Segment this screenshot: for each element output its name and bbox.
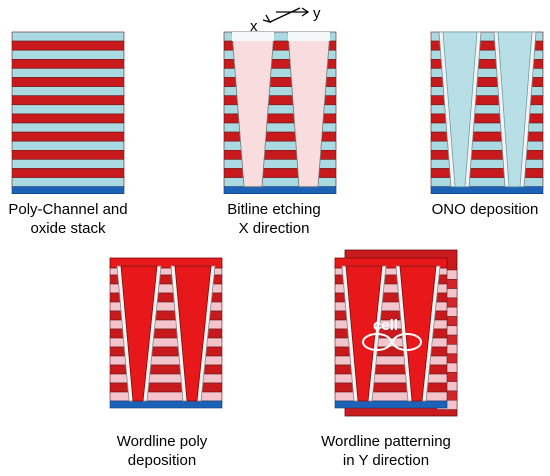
caption-bitline: Bitline etching X direction — [212, 200, 336, 238]
poly-channel-layer — [11, 40, 125, 51]
oxide-layer — [11, 159, 125, 169]
poly-channel-layer — [11, 95, 125, 106]
poly-channel-layer — [11, 150, 125, 160]
caption-ono: ONO deposition — [420, 200, 550, 219]
wordline-poly-fill — [174, 265, 212, 402]
caption-wordline-patterning: Wordline patterning in Y direction — [312, 432, 460, 470]
ono-fill — [442, 31, 478, 188]
poly-channel-layer — [109, 382, 223, 393]
panel-bitline-etching — [223, 31, 337, 194]
x-arrowhead — [262, 14, 272, 24]
caption-line: deposition — [127, 452, 197, 469]
xy-axis-indicator: x y — [250, 5, 321, 35]
caption-stack: Poly-Channel and oxide stack — [2, 200, 134, 238]
wordline-poly-fill — [399, 265, 437, 402]
oxide-layer — [11, 86, 125, 96]
panel-wordline-patterning: cell — [334, 249, 458, 417]
wordline-poly-fill — [120, 265, 158, 402]
oxide-layer — [223, 177, 337, 188]
cell-marker-right — [392, 333, 422, 351]
poly-channel-layer — [11, 113, 125, 124]
oxide-layer — [11, 122, 125, 133]
caption-line: ONO deposition — [431, 201, 539, 218]
poly-channel-layer — [11, 131, 125, 142]
substrate — [109, 400, 223, 409]
caption-line: oxide stack — [30, 220, 106, 237]
panel-ono-deposition — [430, 31, 544, 194]
oxide-layer — [11, 140, 125, 151]
oxide-layer — [11, 49, 125, 60]
poly-channel-layer — [430, 168, 544, 178]
y-axis-label: y — [313, 5, 321, 22]
cell-label: cell — [373, 317, 398, 334]
poly-channel-layer — [334, 382, 448, 393]
oxide-layer — [334, 391, 448, 402]
wordline-poly-fill — [345, 265, 383, 402]
oxide-layer — [11, 68, 125, 78]
caption-wordline-poly: Wordline poly deposition — [100, 432, 224, 470]
panel-wordline-poly-deposition — [109, 257, 223, 409]
substrate — [430, 186, 544, 194]
wordline-cap — [334, 257, 448, 269]
wordline-cap — [109, 257, 223, 269]
caption-line: Wordline patterning — [321, 433, 451, 450]
oxide-layer — [11, 31, 125, 42]
oxide-layer — [11, 177, 125, 188]
substrate — [11, 186, 125, 194]
caption-line: X direction — [238, 220, 310, 237]
panel-poly-channel-oxide-stack — [11, 31, 125, 194]
y-arrowhead — [301, 7, 310, 17]
trench-opening — [288, 32, 330, 41]
ono-fill — [497, 31, 533, 188]
substrate — [334, 400, 448, 409]
x-axis-arrow — [269, 7, 301, 23]
poly-channel-layer — [11, 58, 125, 69]
caption-line: Poly-Channel and — [8, 201, 128, 218]
caption-line: Bitline etching — [227, 201, 321, 218]
trench-opening — [232, 32, 274, 41]
caption-line: in Y direction — [342, 452, 430, 469]
oxide-layer — [109, 391, 223, 402]
caption-line: Wordline poly — [116, 433, 208, 450]
poly-channel-layer — [11, 77, 125, 87]
substrate — [223, 186, 337, 194]
cell-marker-left — [362, 333, 392, 351]
poly-channel-layer — [11, 168, 125, 178]
oxide-layer — [430, 177, 544, 188]
x-axis-label: x — [250, 18, 258, 35]
oxide-layer — [11, 104, 125, 115]
